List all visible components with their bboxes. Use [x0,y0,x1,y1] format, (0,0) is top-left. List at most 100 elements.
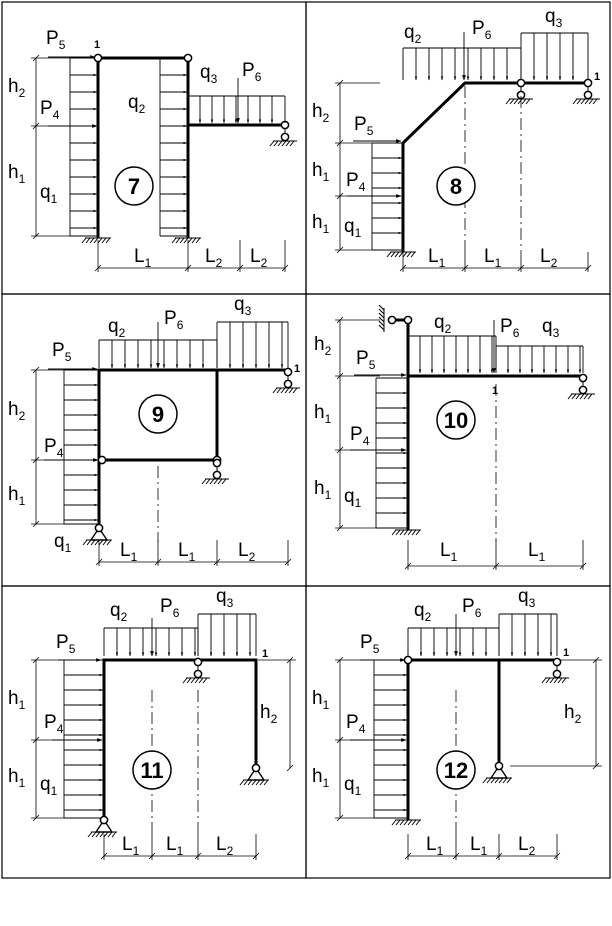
ground-hatch [403,819,409,826]
label-q3: q3 [518,586,536,610]
ground-hatch [561,677,567,684]
hinge [578,385,588,395]
ground-hatch [557,677,563,684]
label-h1: h1 [312,212,330,236]
dimension-tick [592,762,600,770]
hinge [280,132,290,142]
label-q2: q2 [110,600,128,624]
ground-hatch [395,529,401,536]
label-h1: h1 [8,162,26,186]
label-q2: q2 [434,312,452,336]
ground-hatch [486,777,492,784]
scheme-number: 12 [444,758,468,783]
label-p4: P4 [346,712,366,736]
ground-hatch [505,98,511,105]
ground-hatch [411,819,417,826]
label-p5: P5 [46,28,66,52]
label-q3: q3 [200,62,218,86]
label-p5: P5 [354,114,374,138]
ground-hatch [490,777,496,784]
hinge [583,78,593,88]
hinge [578,373,588,383]
ground-hatch [587,393,593,400]
ground-hatch [198,677,204,684]
hinge [251,763,261,773]
label-p4: P4 [346,170,366,194]
wall-hatch [378,308,385,315]
label-q3: q3 [234,294,252,318]
ground-hatch [390,251,396,258]
ground-hatch [202,677,208,684]
wall-hatch [378,316,385,323]
node-1-label: 1 [594,71,600,83]
ground-hatch [272,387,278,394]
frame-portal [102,658,258,820]
label-p5: P5 [52,340,72,364]
ground-hatch [572,98,578,105]
wall-hatch [378,304,385,311]
label-p4: P4 [44,712,64,736]
label-l1: L1 [134,246,152,270]
dimension-tick [592,656,600,664]
label-h2: h2 [260,702,278,726]
ground-hatch [583,393,589,400]
label-h1: h1 [312,688,330,712]
ground-hatch [97,237,103,244]
ground-hatch [251,779,257,786]
ground-hatch [205,478,211,485]
ground-hatch [391,529,397,536]
label-l2: L2 [238,540,256,564]
frame-portal [96,56,190,238]
ground-hatch [284,387,290,394]
label-p6: P6 [160,596,180,620]
label-l2: L2 [518,834,536,858]
label-h2: h2 [564,702,582,726]
ground-hatch [525,98,531,105]
ground-hatch [285,140,291,147]
scheme-number-circle [436,400,476,440]
scheme-number-circle [132,750,172,790]
node-1-label: 1 [492,385,498,397]
label-q3: q3 [545,6,563,30]
hinge [494,761,504,771]
scheme-number: 7 [128,174,140,199]
ground-hatch [213,478,219,485]
ground-hatch [579,393,585,400]
hinge [99,815,109,825]
hinge [403,655,413,665]
hinge [283,367,293,377]
ground-hatch [289,140,295,147]
label-p4: P4 [350,424,370,448]
label-p5: P5 [360,632,380,656]
ground-hatch [179,237,185,244]
ground-hatch [259,779,265,786]
label-q2: q2 [128,92,146,116]
scheme-number: 9 [152,402,164,427]
hinge [97,455,107,465]
scheme-number-circle [436,750,476,790]
ground-hatch [221,478,227,485]
ground-hatch [247,779,253,786]
label-l2: L2 [250,246,268,270]
ground-hatch [398,251,404,258]
label-p4: P4 [44,436,64,460]
ground-hatch [292,387,298,394]
ground-hatch [494,777,500,784]
label-p6: P6 [472,18,492,42]
ground-hatch [276,387,282,394]
ground-hatch [415,529,421,536]
ground-hatch [105,237,111,244]
ground-hatch [509,98,515,105]
label-p6: P6 [164,308,184,332]
label-p4: P4 [40,98,60,122]
label-q1: q1 [344,486,362,510]
label-l1: L1 [166,834,184,858]
ground-hatch [571,393,577,400]
label-l1: L1 [470,834,488,858]
ground-hatch [415,819,421,826]
ground-hatch [175,237,181,244]
hinge [283,379,293,389]
ground-hatch [103,831,109,838]
ground-hatch [90,539,96,546]
